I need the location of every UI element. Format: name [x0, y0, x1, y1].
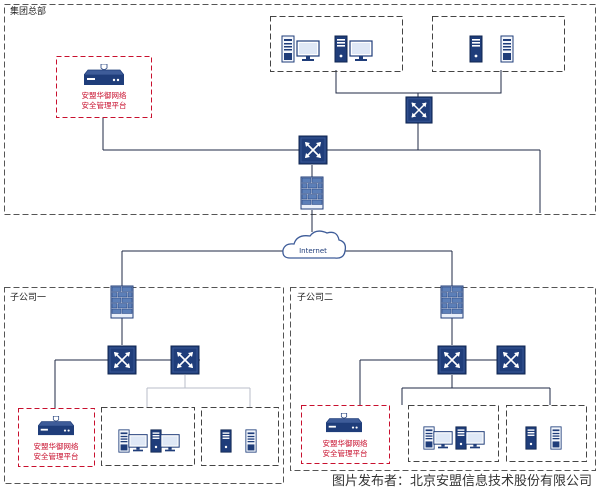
mgmt-label-line1: 安盟华御网络	[82, 90, 127, 100]
hq-mgmt-platform: 安盟华御网络 安全管理平台	[56, 56, 152, 118]
hq-region-box	[4, 4, 596, 215]
sub1-workstation-box	[101, 407, 195, 466]
mgmt-label-line2: 安全管理平台	[323, 448, 368, 458]
sub2-region-label: 子公司二	[297, 292, 333, 303]
server-icon	[245, 429, 257, 453]
hq-workstation-box	[270, 16, 403, 72]
mgmt-label-line2: 安全管理平台	[82, 100, 127, 110]
monitor-icon	[128, 434, 148, 452]
server-icon	[220, 429, 232, 453]
monitor-icon	[296, 40, 320, 62]
workstation-icon	[150, 429, 162, 453]
switch-icon	[405, 96, 433, 124]
monitor-icon	[433, 431, 453, 449]
sub2-workstation-box	[408, 405, 499, 462]
server-icon	[525, 426, 537, 450]
internet-label: Internet	[299, 247, 327, 255]
sub2-server-box	[506, 405, 587, 462]
sub1-workstation-group	[101, 407, 195, 466]
sub1-mgmt-platform: 安盟华御网络 安全管理平台	[18, 408, 95, 467]
hq-server-box	[432, 16, 565, 72]
switch-icon	[170, 345, 200, 375]
sub1-region-box	[4, 287, 284, 484]
server-icon	[423, 426, 435, 450]
monitor-icon	[160, 434, 180, 452]
sub2-mgmt-platform: 安盟华御网络 安全管理平台	[301, 405, 390, 464]
monitor-icon	[349, 40, 373, 62]
sub1-region-label: 子公司一	[10, 292, 46, 303]
mgmt-label-line1: 安盟华御网络	[323, 438, 368, 448]
firewall-icon	[300, 176, 324, 210]
server-icon	[281, 35, 295, 63]
switch-icon	[298, 135, 328, 165]
firewall-icon	[440, 285, 464, 319]
sub2-workstation-group	[408, 405, 499, 462]
server-icon	[118, 429, 130, 453]
mgmt-label-line1: 安盟华御网络	[34, 441, 79, 451]
mgmt-label-line2: 安全管理平台	[34, 451, 79, 461]
sub2-region-box	[290, 287, 596, 471]
hq-region-label: 集团总部	[10, 5, 46, 17]
sub1-server-box	[201, 407, 279, 466]
sub1-server-group	[201, 407, 279, 466]
internet-cloud: Internet	[282, 230, 347, 259]
switch-icon	[496, 345, 526, 375]
server-icon	[500, 35, 514, 63]
switch-icon	[437, 345, 467, 375]
workstation-icon	[334, 35, 348, 63]
secondary-links	[146, 375, 251, 407]
switch-icon	[107, 345, 137, 375]
hq-server-group	[432, 16, 565, 72]
server-icon	[550, 426, 562, 450]
workstation-icon	[455, 426, 467, 450]
image-credit: 图片发布者：北京安盟信息技术股份有限公司	[332, 473, 592, 489]
cloud-icon	[282, 230, 347, 259]
server-icon	[469, 35, 483, 63]
monitor-icon	[465, 431, 485, 449]
sub2-server-group	[506, 405, 587, 462]
firewall-icon	[110, 285, 134, 319]
hq-workstation-group	[270, 16, 403, 72]
